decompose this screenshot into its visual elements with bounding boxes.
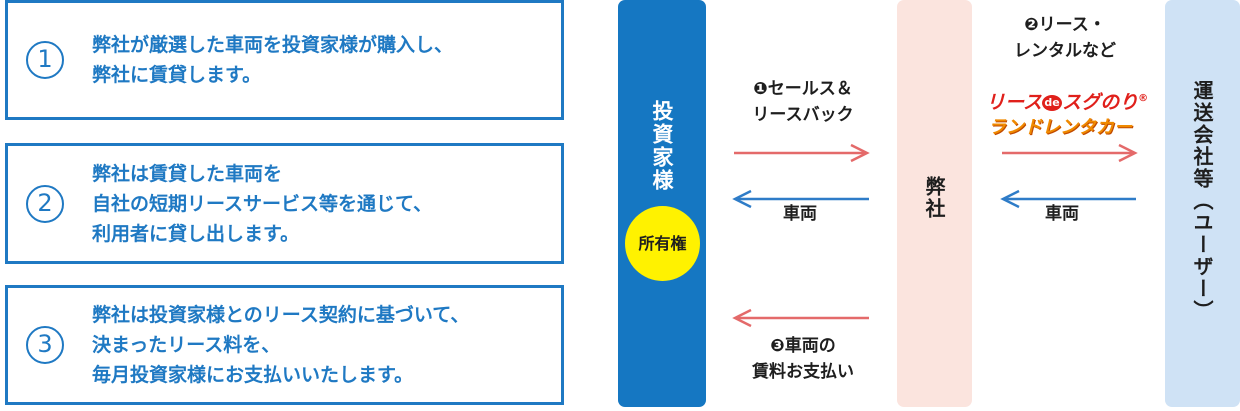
registered-mark: ® — [1138, 93, 1149, 104]
step-3-line-2: 決まったリース料を、 — [92, 334, 281, 356]
step-box-3: 3 弊社は投資家様とのリース契約に基づいて、 決まったリース料を、 毎月投資家様… — [5, 285, 564, 405]
step-number-1: 1 — [26, 41, 64, 79]
logo-text-lease: リース — [986, 91, 1043, 114]
payment-label: ❸車両の 賃料お支払い — [728, 333, 878, 385]
step-3-line-3: 毎月投資家様にお支払いいたします。 — [92, 364, 414, 386]
step-2-line-1: 弊社は賃貸した車両を — [92, 162, 283, 185]
logo-text-suguonori: スグのり — [1062, 91, 1139, 114]
step-number-3: 3 — [26, 326, 64, 364]
step-number-2: 2 — [26, 184, 64, 223]
ownership-badge: 所有権 — [625, 206, 700, 281]
step-1-line-1: 弊社が厳選した車両を投資家様が購入し、 — [92, 34, 454, 56]
lease-rental-line-2: レンタルなど — [1014, 41, 1116, 61]
step-2-line-3: 利用者に貸し出します。 — [92, 222, 300, 245]
arrow-payment — [732, 308, 869, 328]
step-text-1: 弊社が厳選した車両を投資家様が購入し、 弊社に賃貸します。 — [92, 30, 453, 90]
step-1-line-2: 弊社に賃貸します。 — [92, 64, 262, 86]
investor-label: 投資家様 — [650, 100, 674, 192]
company-column: 弊社 — [897, 0, 972, 407]
payment-line-1: ❸車両の — [770, 336, 836, 356]
step-box-2: 2 弊社は賃貸した車両を 自社の短期リースサービス等を通じて、 利用者に貸し出し… — [5, 143, 564, 264]
sales-leaseback-line-1: ❶セールス＆ — [753, 79, 853, 99]
step-3-line-1: 弊社は投資家様とのリース契約に基づいて、 — [92, 304, 470, 326]
vehicle-label-2: 車両 — [1045, 204, 1079, 224]
step-2-line-2: 自社の短期リースサービス等を通じて、 — [92, 192, 433, 215]
user-column: 運送会社等（ユーザー） — [1165, 0, 1240, 407]
payment-line-2: 賃料お支払い — [752, 362, 854, 382]
step-text-2: 弊社は賃貸した車両を 自社の短期リースサービス等を通じて、 利用者に貸し出します… — [92, 159, 432, 249]
lease-rental-line-1: ❷リース・ — [1024, 15, 1106, 35]
sales-leaseback-label: ❶セールス＆ リースバック — [728, 76, 878, 128]
vehicle-label-1: 車両 — [783, 204, 817, 224]
user-label: 運送会社等（ユーザー） — [1190, 80, 1214, 322]
land-rentacar-logo: ランドレンタカー — [988, 117, 1132, 138]
sales-leaseback-line-2: リースバック — [752, 105, 854, 125]
investor-column: 投資家様 所有権 — [618, 0, 706, 407]
arrow-sales-leaseback — [734, 143, 870, 163]
arrow-lease-rental — [1002, 143, 1138, 163]
lease-rental-label: ❷リース・ レンタルなど — [990, 12, 1140, 64]
logo-de-badge: de — [1042, 94, 1063, 111]
step-text-3: 弊社は投資家様とのリース契約に基づいて、 決まったリース料を、 毎月投資家様にお… — [92, 300, 469, 390]
step-box-1: 1 弊社が厳選した車両を投資家様が購入し、 弊社に賃貸します。 — [5, 0, 564, 120]
company-label: 弊社 — [922, 176, 946, 220]
